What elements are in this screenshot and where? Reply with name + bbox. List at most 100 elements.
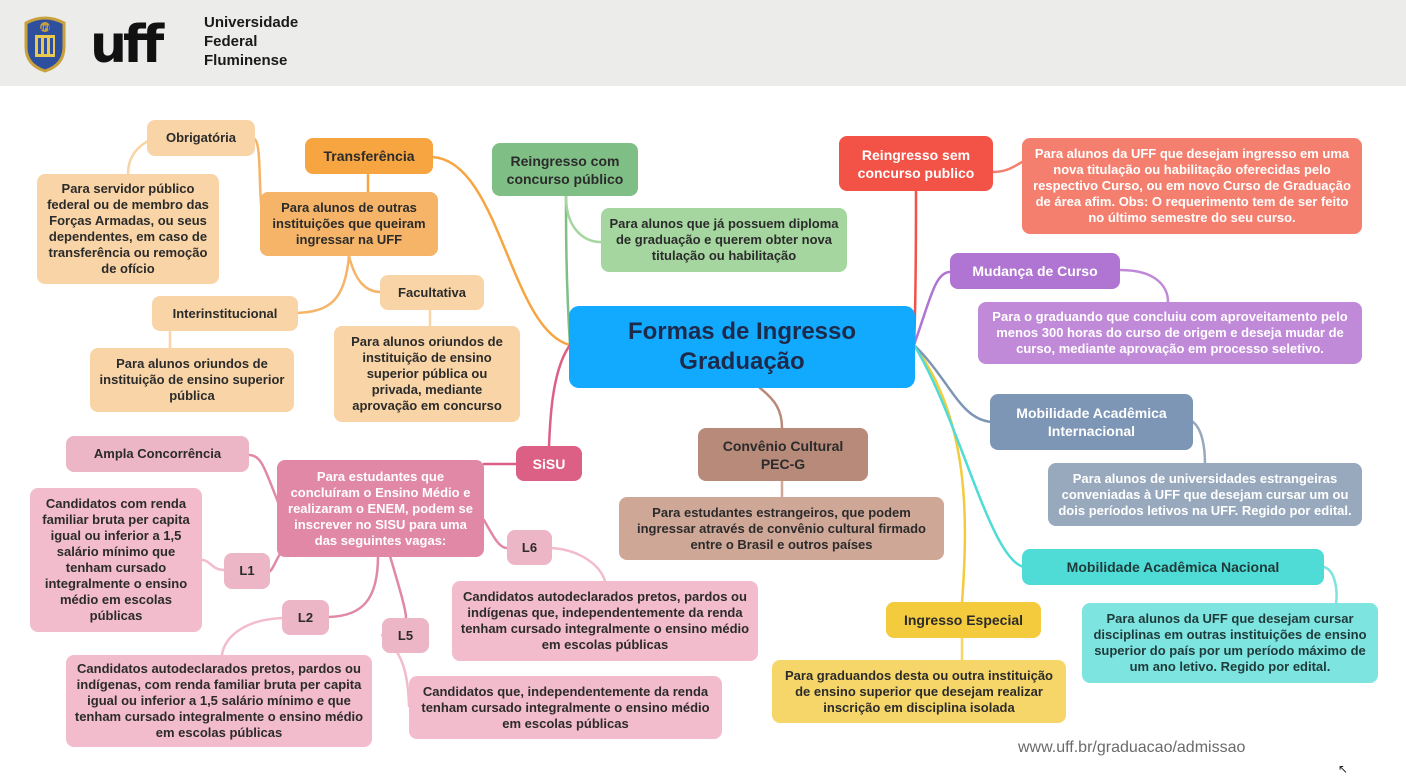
mudanca-description: Para o graduando que concluiu com aprove… (992, 309, 1348, 356)
link-center-especial (912, 343, 967, 605)
sisu-node: SiSU (516, 446, 582, 481)
l6-node: L6 (507, 530, 552, 565)
especial-text: Para graduandos desta ou outra instituiç… (772, 660, 1066, 723)
mob-nac-title: Mobilidade Acadêmica Nacional (1066, 559, 1280, 575)
link-center-mob-nac (912, 343, 1026, 569)
link-l6-text (550, 546, 607, 583)
link-l1-text (200, 558, 226, 572)
l2-text: Candidatos autodeclarados pretos, pardos… (66, 655, 372, 747)
link-center-mob-int (912, 343, 994, 424)
reingresso-sem-title: Reingresso sem concurso publico (857, 146, 975, 181)
university-name-line: Federal (204, 33, 258, 50)
sisu-description-text: Para estudantes que concluíram o Ensino … (288, 468, 473, 548)
l1-label: L1 (239, 563, 255, 578)
header-bar: UFF uff Universidade Federal Fluminense (0, 0, 1406, 86)
especial-description: Para graduandos desta ou outra instituiç… (785, 667, 1053, 715)
l5-node: L5 (382, 618, 429, 653)
l6-label: L6 (521, 539, 538, 555)
link-mudanca-text (1118, 268, 1170, 304)
link-reingresso-com-text (564, 194, 603, 244)
l1-description: Candidatos com renda familiar bruta per … (42, 496, 190, 623)
l5-text: Candidatos que, independentemente da ren… (409, 676, 722, 739)
university-name-line: Fluminense (204, 52, 288, 69)
especial-title: Ingresso Especial (903, 612, 1024, 628)
sisu-description: Para estudantes que concluíram o Ensino … (277, 460, 484, 557)
reingresso-sem-description: Para alunos da UFF que desejam ingresso … (1033, 146, 1351, 225)
facultativa-description: Para alunos oriundos de instituição de e… (351, 334, 503, 413)
link-desc-l5 (388, 554, 408, 620)
mob-int-text: Para alunos de universidades estrangeira… (1048, 463, 1362, 526)
mob-nac-node: Mobilidade Acadêmica Nacional (1022, 549, 1324, 585)
mudanca-text: Para o graduando que concluiu com aprove… (978, 302, 1362, 364)
mudanca-node: Mudança de Curso (950, 253, 1120, 289)
mudanca-title: Mudança de Curso (972, 263, 1098, 279)
mob-int-node: Mobilidade Acadêmica Internacional (990, 394, 1193, 450)
l6-description: Candidatos autodeclarados pretos, pardos… (460, 589, 750, 652)
convenio-node: Convênio Cultural PEC-G (698, 428, 868, 481)
l5-label: L5 (397, 627, 414, 643)
mob-nac-text: Para alunos da UFF que desejam cursar di… (1082, 603, 1378, 683)
facultativa-node: Facultativa (380, 275, 484, 310)
ampla-label: Ampla Concorrência (93, 446, 222, 461)
facultativa-text: Para alunos oriundos de instituição de e… (334, 326, 520, 422)
crest-text: UFF (38, 25, 51, 32)
mob-nac-description: Para alunos da UFF que desejam cursar di… (1093, 611, 1367, 674)
link-reingresso-sem-text (991, 160, 1024, 174)
interinstitucional-description: Para alunos oriundos de instituição de e… (99, 356, 285, 403)
convenio-description: Para estudantes estrangeiros, que podem … (637, 504, 926, 552)
link-center-convenio (758, 386, 784, 430)
link-center-mudanca (912, 270, 952, 347)
reingresso-sem-node: Reingresso sem concurso publico (839, 136, 993, 191)
obrigatoria-description: Para servidor público federal ou de memb… (47, 181, 209, 276)
reingresso-com-description: Para alunos que já possuem diploma de gr… (609, 216, 839, 263)
convenio-text: Para estudantes estrangeiros, que podem … (619, 497, 944, 560)
center-title: Formas de Ingresso Graduação (627, 318, 857, 375)
l2-node: L2 (282, 600, 329, 635)
link-center-sisu (547, 343, 572, 449)
reingresso-com-text: Para alunos que já possuem diploma de gr… (601, 208, 847, 272)
mob-int-description: Para alunos de universidades estrangeira… (1058, 470, 1352, 518)
transferencia-description-text: Para alunos de outras instituições que q… (272, 200, 426, 247)
l1-text: Candidatos com renda familiar bruta per … (30, 488, 202, 632)
interinstitucional-label: Interinstitucional (172, 305, 278, 321)
logo-text: uff (90, 18, 166, 70)
reingresso-sem-text: Para alunos da UFF que desejam ingresso … (1022, 138, 1362, 234)
reingresso-com-title: Reingresso com concurso público (506, 152, 624, 187)
l6-text: Candidatos autodeclarados pretos, pardos… (452, 581, 758, 661)
l1-node: L1 (224, 553, 270, 589)
link-desc-interinst (294, 254, 351, 315)
link-desc-facultativa (347, 254, 383, 294)
obrigatoria-text: Para servidor público federal ou de memb… (37, 174, 219, 284)
transferencia-title: Transferência (323, 148, 415, 164)
university-crest-icon: UFF (24, 16, 66, 73)
obrigatoria-node: Obrigatória (147, 120, 255, 156)
cursor-icon: ↖ (1338, 762, 1349, 776)
link-desc-l2 (327, 554, 380, 619)
link-mob-int-text (1191, 420, 1207, 466)
l5-description: Candidatos que, independentemente da ren… (421, 683, 710, 731)
university-name-line: Universidade (204, 14, 299, 31)
interinstitucional-text: Para alunos oriundos de instituição de e… (90, 348, 294, 412)
link-l2-text (220, 616, 284, 657)
transferencia-node: Transferência (305, 138, 433, 174)
facultativa-label: Facultativa (398, 284, 466, 300)
ampla-node: Ampla Concorrência (66, 436, 249, 472)
l2-description: Candidatos autodeclarados pretos, pardos… (74, 661, 364, 740)
obrigatoria-label: Obrigatória (165, 130, 237, 145)
footer-url[interactable]: www.uff.br/graduacao/admissao (1018, 739, 1246, 756)
link-desc-l6 (482, 518, 509, 550)
uff-logo: uff (90, 18, 170, 70)
center-node: Formas de Ingresso Graduação (569, 306, 915, 388)
link-mob-nac-text (1322, 565, 1338, 606)
university-name: Universidade Federal Fluminense (204, 13, 298, 70)
reingresso-com-node: Reingresso com concurso público (492, 143, 638, 196)
link-desc-ampla (248, 453, 280, 504)
interinstitucional-node: Interinstitucional (152, 296, 298, 331)
transferencia-description: Para alunos de outras instituições que q… (260, 192, 438, 256)
link-center-transferencia (430, 155, 572, 347)
mob-int-title: Mobilidade Acadêmica Internacional (1016, 405, 1167, 439)
l2-label: L2 (297, 609, 314, 625)
especial-node: Ingresso Especial (886, 602, 1041, 638)
link-obrigatoria-text (126, 138, 152, 176)
